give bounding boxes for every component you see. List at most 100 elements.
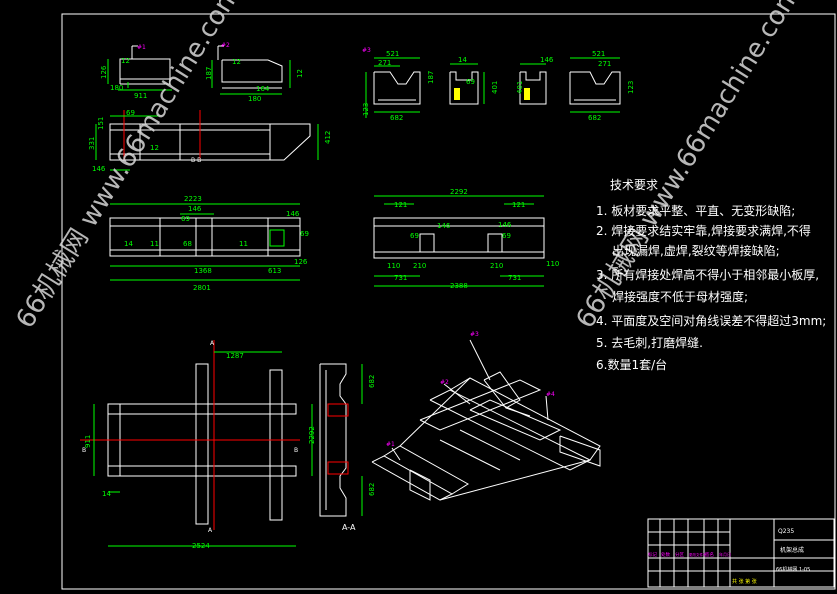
note-item-6: 6.数量1套/台 — [596, 358, 668, 372]
dim-2223: 2223 — [184, 195, 202, 203]
dim-146-f: 146 — [498, 221, 512, 229]
dim-151: 151 — [97, 117, 105, 130]
dim-11-a: 11 — [150, 240, 159, 248]
dim-146-b: 146 — [92, 165, 106, 173]
dim-126-b: 126 — [294, 258, 308, 266]
dim-682-b: 682 — [588, 114, 601, 122]
dim-401-b: 401 — [516, 81, 524, 94]
beam-section-b-b — [95, 110, 319, 171]
dim-14-b: 14 — [124, 240, 133, 248]
dim-68: 68 — [183, 240, 192, 248]
section-a-a-label: A-A — [342, 523, 356, 532]
dim-2388: 2388 — [450, 282, 468, 290]
dim-69-a: 69 — [466, 78, 475, 86]
tb-label-2: 分区 — [675, 551, 684, 558]
dim-110-b: 110 — [546, 260, 559, 268]
title-block — [647, 518, 835, 588]
section-a-label-bottom: A — [208, 527, 213, 534]
dim-682-d: 682 — [368, 483, 376, 496]
dim-123-a: 123 — [362, 103, 370, 116]
cross-member-front-view — [373, 195, 545, 287]
tb-sheet-count: 共 张 第 张 — [732, 578, 757, 585]
dim-12-c: 12 — [296, 69, 304, 78]
iso-part-3-label: #3 — [470, 331, 479, 338]
dim-1287: 1287 — [226, 352, 244, 360]
section-a-label-top: A — [210, 340, 215, 347]
part-2-label: #2 — [221, 42, 230, 49]
iso-part-1-label: #1 — [386, 441, 395, 448]
dim-69-d: 69 — [300, 230, 309, 238]
part-3-profile-view-a — [365, 57, 421, 118]
dim-121-a: 121 — [394, 201, 407, 209]
drawing-frame — [61, 13, 836, 590]
dim-180: 180 — [110, 84, 123, 92]
tb-drawing-no: 66机械网 1-05 — [776, 566, 810, 573]
dim-412: 412 — [324, 131, 332, 144]
dim-180-b: 180 — [248, 95, 261, 103]
dim-12-b: 12 — [232, 58, 241, 66]
note-item-3: 3. 所有焊接处焊高不得小于相邻最小板厚, — [596, 268, 820, 282]
tb-label-5: 年月日 — [719, 551, 731, 557]
dim-11-b: 11 — [239, 240, 248, 248]
part-3-profile-view-c — [519, 63, 547, 105]
note-item-2: 2. 焊接要求结实牢靠,焊接要求满焊,不得 — [596, 224, 811, 238]
note-item-4: 4. 平面度及空间对角线误差不得超过3mm; — [596, 314, 827, 328]
dim-121-b: 121 — [512, 201, 525, 209]
dim-69-c: 69 — [181, 215, 190, 223]
dim-123-b: 123 — [627, 81, 635, 94]
note-item-3-cont: 焊接强度不低于母材强度; — [612, 290, 749, 304]
dim-2292-a: 2292 — [450, 188, 468, 196]
dim-146-a: 146 — [540, 56, 554, 64]
dim-69-b: 69 — [126, 109, 135, 117]
dim-164-a: 164 — [256, 85, 270, 93]
dim-2524: 2524 — [192, 542, 210, 550]
note-item-2-cont: 出现漏焊,虚焊,裂纹等焊接缺陷; — [612, 244, 780, 258]
iso-part-4-label: #4 — [546, 391, 555, 398]
dim-14-c: 14 — [102, 490, 111, 498]
tb-name: 机架总成 — [780, 546, 804, 554]
dim-613: 613 — [268, 267, 281, 275]
note-item-1: 1. 板材要求平整、平直、无变形缺陷; — [596, 204, 796, 218]
part-1-label: #1 — [137, 44, 146, 51]
dim-731-b: 731 — [508, 274, 521, 282]
dim-911: 911 — [134, 92, 147, 100]
dim-69-f: 69 — [502, 232, 511, 240]
dim-14-a: 14 — [458, 56, 467, 64]
dim-187-a: 187 — [205, 67, 213, 80]
dim-2292-b: 2292 — [308, 426, 316, 444]
dim-146-e: 146 — [437, 222, 451, 230]
dim-187-b: 187 — [427, 71, 435, 84]
note-item-5: 5. 去毛刺,打磨焊缝. — [596, 336, 703, 350]
dim-69-e: 69 — [410, 232, 419, 240]
dim-12-a: 12 — [121, 57, 130, 65]
part-3-profile-view-d — [569, 57, 621, 113]
part-2-plate-view — [211, 45, 291, 95]
tb-label-3: 更改文件号 — [689, 552, 707, 557]
dim-331: 331 — [88, 137, 96, 150]
section-a-a-view — [311, 363, 363, 517]
dim-401-a: 401 — [491, 81, 499, 94]
dim-731-a: 731 — [394, 274, 407, 282]
dim-110-a: 110 — [387, 262, 400, 270]
dim-126-a: 126 — [100, 65, 108, 79]
part-3-profile-view-b — [449, 63, 485, 105]
section-b-label-left: B — [82, 447, 86, 454]
dim-210-b: 210 — [490, 262, 503, 270]
dim-911-b: 911 — [84, 435, 92, 448]
iso-part-2-label: #2 — [440, 379, 449, 386]
notes-title: 技术要求 — [610, 178, 659, 192]
section-b-b-label: B-B — [191, 157, 201, 164]
dim-271-b: 271 — [598, 60, 611, 68]
tb-label-4: 签名 — [705, 551, 714, 558]
watermark-left: 66机械网 www.66machine.com — [10, 0, 246, 334]
dim-521-a: 521 — [386, 50, 399, 58]
dim-146-d: 146 — [286, 210, 300, 218]
dim-2801: 2801 — [193, 284, 211, 292]
dim-1368: 1368 — [194, 267, 212, 275]
dim-521-b: 521 — [592, 50, 605, 58]
dim-210-a: 210 — [413, 262, 426, 270]
dim-12-d: 12 — [150, 144, 159, 152]
tb-label-0: 标记 — [648, 551, 657, 558]
